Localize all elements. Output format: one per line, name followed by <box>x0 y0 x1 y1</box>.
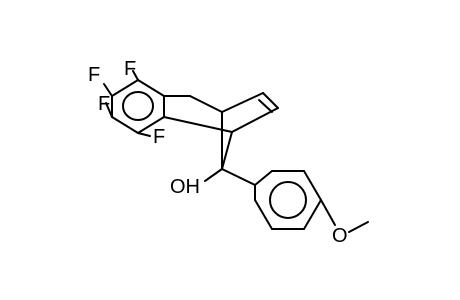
bond-bridgehead-top <box>189 95 223 113</box>
hydroxyl-label: OH <box>170 176 200 198</box>
bond-c-oh <box>204 168 223 182</box>
bond-bridgehead-bottom <box>163 116 233 133</box>
aromatic-circle <box>122 91 154 121</box>
bond-o-methyl <box>348 221 369 233</box>
fluorine-label-3: F <box>98 93 110 115</box>
bond-vinyl-double-a <box>262 92 279 109</box>
bond-c-f1 <box>132 70 139 81</box>
methoxy-oxygen-label: O <box>332 225 348 247</box>
bond-vinyl-left <box>221 92 264 113</box>
bond-phenyl-6 <box>254 199 273 230</box>
bond-aromatic-6 <box>111 79 139 97</box>
bond-aromatic-3 <box>137 116 165 134</box>
fluorine-label-2: F <box>88 64 100 86</box>
fluorine-label-1: F <box>124 58 136 80</box>
bond-aromatic-4 <box>111 116 139 134</box>
bond-lines <box>103 70 369 233</box>
phenyl-aromatic-circle <box>269 181 307 219</box>
bond-vinyl-right <box>231 107 279 133</box>
bond-c-aryl <box>221 168 256 186</box>
bond-aromatic-1 <box>137 79 165 97</box>
bond-vinyl-double-b <box>258 99 273 113</box>
bond-phenyl-3 <box>303 170 322 201</box>
fluorine-label-4: F <box>153 126 165 148</box>
bond-phenyl-4 <box>303 199 322 230</box>
atom-labels: F F F F OH O <box>88 58 348 247</box>
bond-phenyl-1 <box>254 170 273 186</box>
bond-c-o-methoxy <box>320 199 336 226</box>
bond-c-f4 <box>137 132 151 137</box>
bond-c-f2 <box>103 83 113 97</box>
bond-c-f3 <box>105 102 113 118</box>
bond-bridge-carbon-bottom <box>221 131 233 170</box>
